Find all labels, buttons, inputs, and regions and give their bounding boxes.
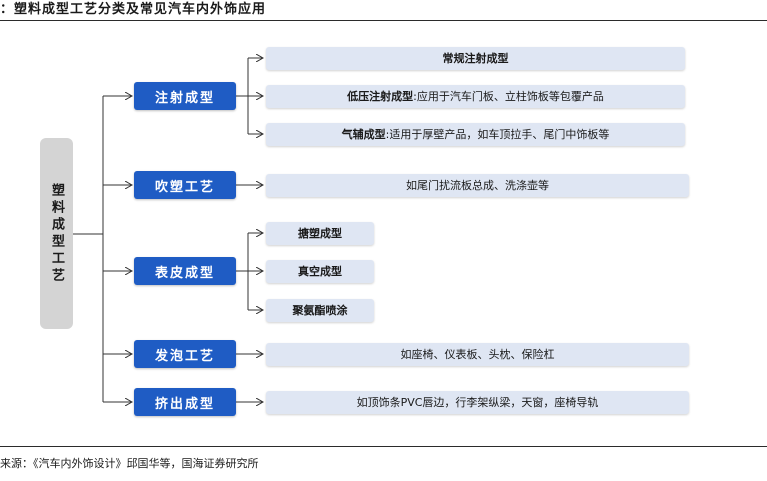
figure-title: ：塑料成型工艺分类及常见汽车内外饰应用: [0, 2, 267, 17]
category-blow-molding: 吹塑工艺: [134, 171, 236, 199]
leaf-gas-assist: 气辅成型:适用于厚壁产品，如车顶拉手、尾门中饰板等: [266, 123, 685, 146]
leaf-regular-injection: 常规注射成型: [266, 47, 685, 70]
category-injection-molding: 注射成型: [134, 82, 236, 110]
category-foaming: 发泡工艺: [134, 340, 236, 368]
leaf-vacuum-forming: 真空成型: [266, 260, 374, 283]
leaf-extrusion-examples: 如顶饰条PVC唇边，行李架纵梁，天窗，座椅导轨: [266, 391, 689, 414]
leaf-name: 低压注射成型: [347, 90, 414, 103]
leaf-blow-examples: 如尾门扰流板总成、洗涤壶等: [266, 174, 689, 197]
leaf-desc: :应用于汽车门板、立柱饰板等包覆产品: [413, 90, 604, 103]
leaf-low-pressure-injection: 低压注射成型:应用于汽车门板、立柱饰板等包覆产品: [266, 85, 685, 108]
leaf-pu-spraying: 聚氨酯喷涂: [266, 299, 374, 322]
leaf-slush-molding: 搪塑成型: [266, 222, 374, 245]
root-node-plastic-molding: 塑料成型工艺: [40, 138, 73, 329]
leaf-name: 气辅成型: [341, 128, 386, 141]
source-note: 来源：《汽车内外饰设计》邱国华等，国海证券研究所: [0, 457, 259, 470]
bottom-divider: [0, 446, 767, 447]
leaf-foam-examples: 如座椅、仪表板、头枕、保险杠: [266, 343, 689, 366]
category-extrusion: 挤出成型: [134, 388, 236, 416]
category-skin-molding: 表皮成型: [134, 257, 236, 285]
leaf-desc: :适用于厚壁产品，如车顶拉手、尾门中饰板等: [385, 128, 610, 141]
top-divider: [0, 20, 767, 21]
root-node-label: 塑料成型工艺: [49, 182, 64, 285]
